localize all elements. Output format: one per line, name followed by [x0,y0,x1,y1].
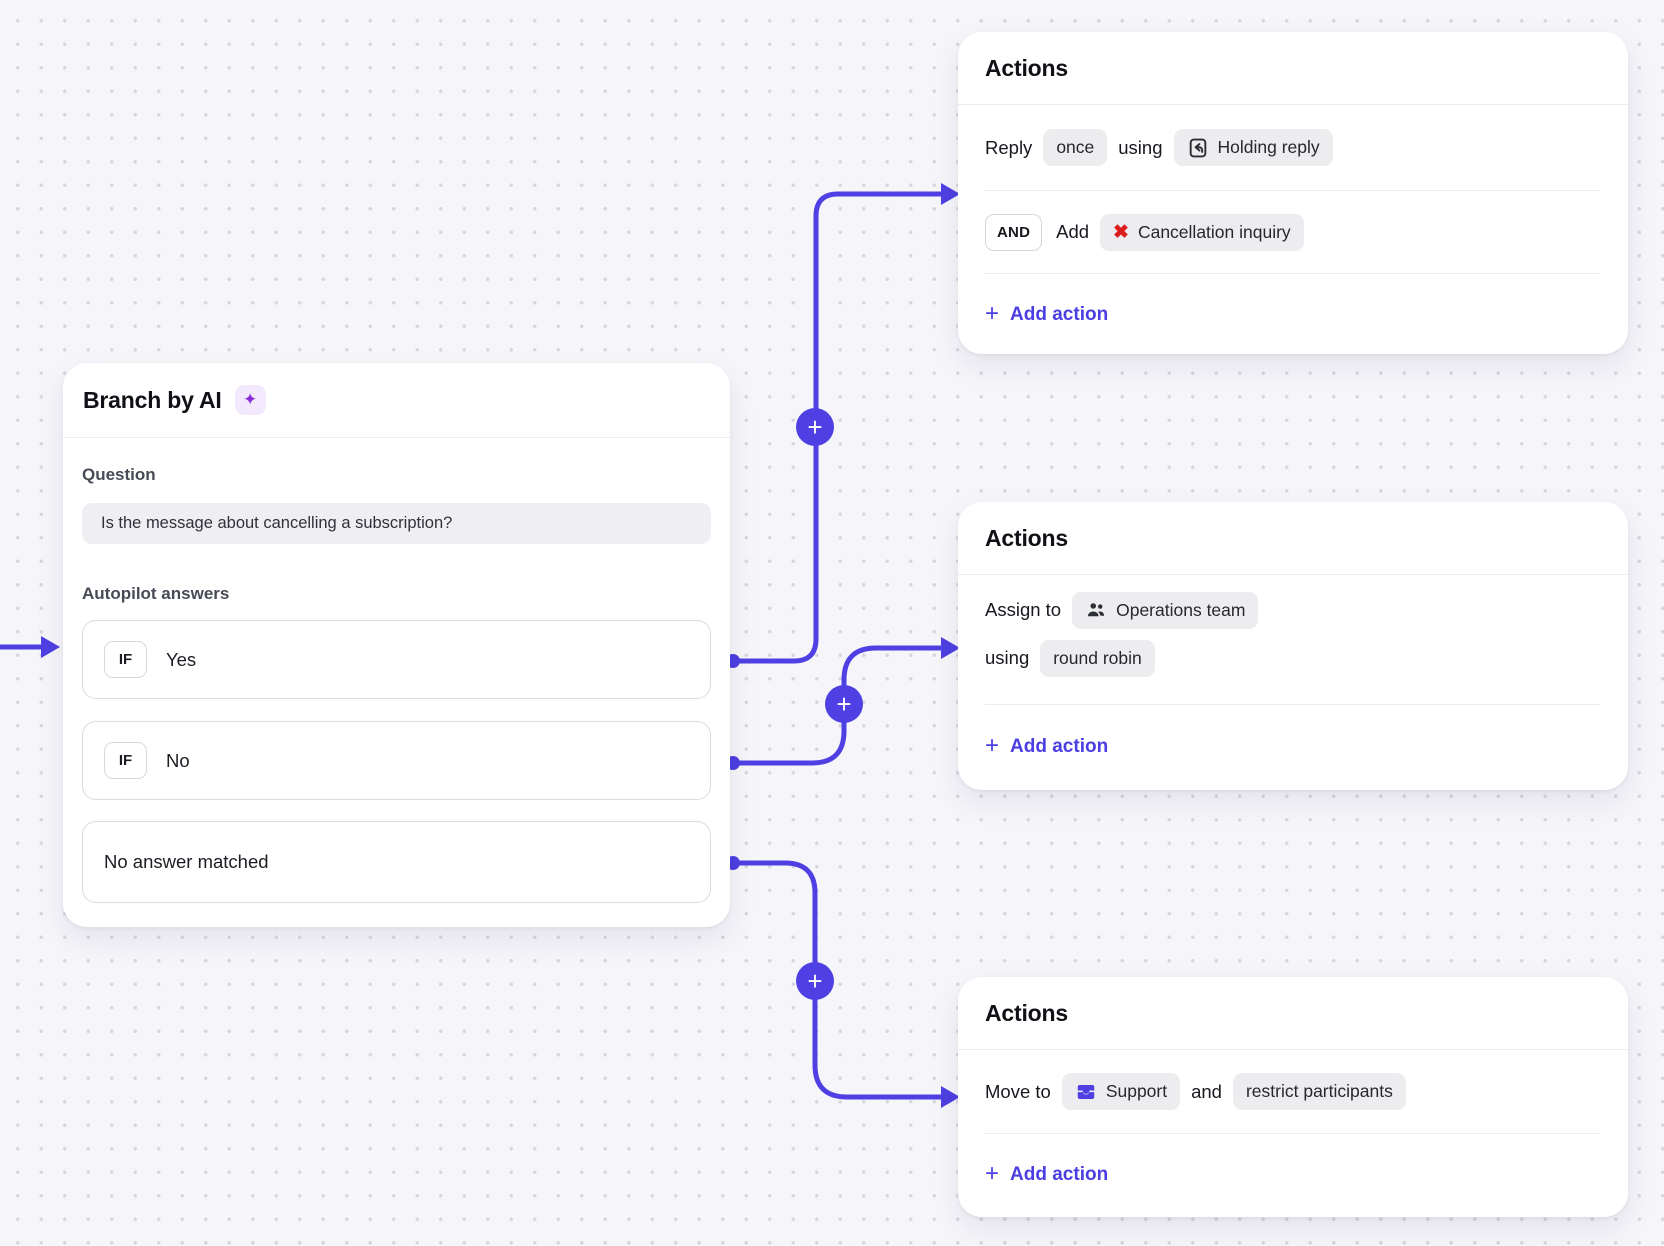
chip-label: once [1056,137,1095,157]
insert-node-button-no-match[interactable]: + [796,962,834,1000]
answer-label: Yes [166,648,197,670]
insert-node-button-yes[interactable]: + [796,408,834,446]
add-tag-action-row: AND Add ✖ Cancellation inquiry [958,191,1628,273]
row-divider [985,1133,1601,1134]
cancellation-inquiry-chip[interactable]: ✖ Cancellation inquiry [1100,213,1304,251]
answer-label: No [166,749,190,771]
and-badge: AND [985,213,1043,251]
chip-label: Holding reply [1217,137,1320,157]
answer-box-no[interactable]: IF No [82,721,711,800]
move-action-row: Move to Support and restrict participant… [958,1050,1628,1133]
red-cross-icon: ✖ [1113,221,1129,243]
row-divider [985,704,1601,705]
chip-label: Operations team [1116,599,1246,620]
sparkle-icon: ✦ [243,390,258,409]
and-text: and [1191,1080,1222,1102]
holding-reply-chip[interactable]: Holding reply [1173,129,1333,166]
actions-card-assign[interactable]: Actions Assign to Operations team using … [958,502,1628,790]
chip-label: Support [1105,1081,1168,1101]
branch-card-body: Question Is the message about cancelling… [63,465,730,903]
plus-icon: + [836,689,852,719]
connector-yes [730,191,944,664]
plus-icon: + [985,1159,1000,1187]
plus-icon: + [807,412,823,442]
branch-card-header: Branch by AI ✦ [63,363,730,438]
ai-sparkle-badge: ✦ [234,385,266,415]
restrict-participants-chip[interactable]: restrict participants [1232,1073,1406,1110]
answer-box-yes[interactable]: IF Yes [82,620,711,699]
chip-label: Cancellation inquiry [1137,221,1291,242]
arrowhead [41,636,60,658]
actions-card-header: Actions [958,502,1628,575]
answer-box-no-match[interactable]: No answer matched [82,821,711,903]
row-divider [985,190,1601,191]
assign-to-text: Assign to [985,599,1062,620]
if-badge: IF [104,641,147,678]
question-input[interactable]: Is the message about cancelling a subscr… [82,503,711,544]
reply-action-row: Reply once using Holding reply [958,105,1628,190]
add-action-button[interactable]: + Add action [958,274,1628,356]
add-action-button[interactable]: + Add action [958,1134,1628,1215]
chip-label: restrict participants [1245,1081,1393,1101]
move-to-text: Move to [985,1080,1051,1102]
add-text: Add [1056,221,1090,242]
arrowhead [941,1086,960,1108]
add-action-label: Add action [1010,735,1109,757]
row-divider [985,273,1601,274]
actions-card-title: Actions [985,524,1068,551]
arrowhead [941,637,960,659]
inbox-icon [1077,1084,1095,1099]
branch-by-ai-card[interactable]: Branch by AI ✦ Question Is the message a… [63,363,730,927]
actions-card-title: Actions [985,999,1068,1026]
branch-card-title: Branch by AI [83,386,222,413]
team-icon [1088,603,1105,617]
chip-label: round robin [1053,647,1142,668]
plus-icon: + [985,731,1000,759]
question-value: Is the message about cancelling a subscr… [101,514,453,532]
connector-no-match [730,860,944,1100]
assign-action-row: Assign to Operations team using round ro… [958,575,1628,680]
add-action-label: Add action [1010,1163,1109,1185]
question-label: Question [82,465,156,484]
answer-label: No answer matched [104,851,269,872]
autopilot-answers-label: Autopilot answers [82,584,230,603]
actions-card-title: Actions [985,54,1068,81]
add-action-label: Add action [1010,304,1109,325]
add-action-button[interactable]: + Add action [958,705,1628,788]
actions-card-header: Actions [958,32,1628,105]
support-inbox-chip[interactable]: Support [1061,1073,1181,1110]
using-text: using [985,647,1030,668]
actions-card-header: Actions [958,977,1628,1050]
actions-card-reply[interactable]: Actions Reply once using Holding reply A… [958,32,1628,354]
round-robin-chip[interactable]: round robin [1040,639,1155,677]
using-text: using [1118,136,1163,158]
operations-team-chip[interactable]: Operations team [1072,591,1259,629]
holding-reply-icon [1189,138,1206,157]
reply-text: Reply [985,136,1033,158]
arrowhead [941,183,960,205]
actions-card-move[interactable]: Actions Move to Support and restrict par… [958,977,1628,1217]
if-badge: IF [104,742,147,779]
plus-icon: + [807,966,823,996]
reply-once-chip[interactable]: once [1043,129,1108,166]
insert-node-button-no[interactable]: + [825,685,863,723]
plus-icon: + [985,300,1000,327]
